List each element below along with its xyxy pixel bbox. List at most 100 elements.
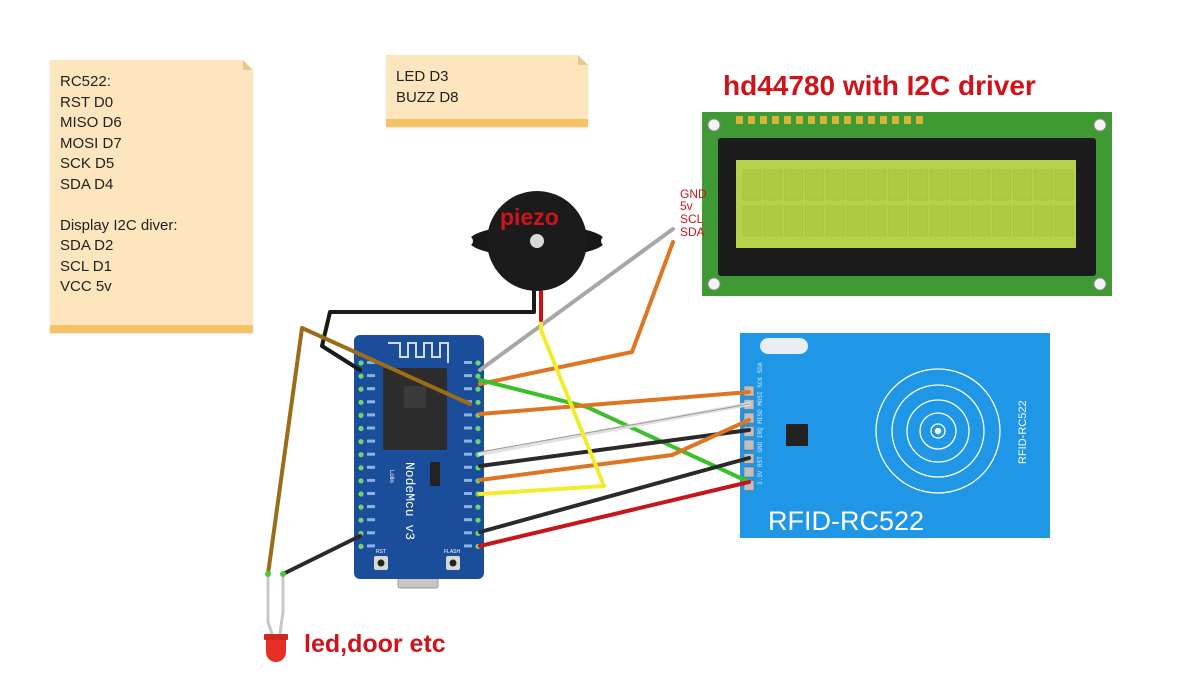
pin-label-mark — [464, 439, 472, 443]
wire-scl-grey — [478, 227, 675, 372]
board-pin — [358, 439, 364, 445]
board-pin — [358, 452, 364, 458]
lcd-char-cell — [909, 169, 928, 201]
wire-orange-rfid-2 — [478, 418, 751, 482]
rfid-side-label: RFID-RC522 — [1017, 400, 1029, 464]
piezo-buzzer: piezo — [463, 191, 611, 291]
lcd-pin-gnd: GND — [680, 187, 707, 201]
led-leg — [278, 574, 285, 635]
wire-joint — [265, 571, 271, 577]
lcd-char-cell — [992, 205, 1011, 237]
lcd-cells — [742, 169, 1074, 237]
note-fold — [578, 55, 588, 65]
lcd-char-cell — [784, 169, 803, 201]
header-pin — [772, 116, 779, 124]
board-pin — [358, 425, 364, 432]
wire-sda-orange — [478, 240, 675, 386]
rfid-pin — [743, 466, 755, 478]
note-line: MOSI D7 — [60, 134, 122, 152]
led-bulb-icon — [266, 640, 286, 662]
pin-label-mark — [367, 452, 375, 456]
header-pin — [796, 116, 803, 124]
board-pin — [475, 360, 481, 366]
lcd-char-cell — [1054, 205, 1074, 237]
note-line: MISO D6 — [60, 114, 122, 132]
lcd-char-cell — [867, 169, 887, 201]
piezo-hole — [463, 236, 473, 246]
mount-hole-icon — [1093, 118, 1107, 132]
rfid-module: 3.3V RST GND IRQ MISO MOSI SCK SDA RFID-… — [740, 333, 1050, 538]
pin-label-mark — [464, 518, 472, 522]
rfid-pin-labels: 3.3V RST GND IRQ MISO MOSI SCK SDA — [757, 362, 764, 485]
lcd-pin-sda: SDA — [680, 225, 705, 239]
pin-label-mark — [367, 478, 375, 482]
board-pin — [475, 386, 481, 392]
header-pin — [904, 116, 911, 124]
board-pin — [358, 504, 364, 510]
lcd-char-cell — [888, 205, 907, 237]
flash-button-cap — [449, 559, 457, 567]
pin-label-mark — [367, 400, 375, 404]
lcd-char-cell — [888, 169, 907, 201]
header-pin — [820, 116, 827, 124]
pin-label-mark — [367, 413, 375, 417]
header-pin — [832, 116, 839, 124]
rfid-pin — [743, 439, 755, 451]
lcd-char-cell — [867, 205, 887, 237]
board-pin — [475, 373, 481, 379]
flash-label: FLASH — [444, 549, 461, 555]
lcd-char-cell — [929, 169, 949, 201]
led-component: led,door etc — [264, 571, 446, 662]
pin-label-mark — [367, 492, 375, 495]
lcd-title: hd44780 with I2C driver — [723, 70, 1036, 101]
piezo-label: piezo — [500, 204, 559, 230]
pin-label-mark — [464, 492, 472, 495]
pin-label-mark — [464, 413, 472, 417]
rfid-chip — [786, 424, 808, 446]
pin-label-mark — [464, 505, 472, 509]
lcd-char-cell — [1033, 205, 1053, 237]
wire-white-edge — [479, 403, 750, 453]
lcd-char-cell — [909, 205, 928, 237]
pin-label-mark — [464, 531, 472, 535]
board-pin — [358, 543, 364, 550]
board-pin — [475, 399, 481, 405]
lcd-char-cell — [763, 205, 783, 237]
header-pin — [880, 116, 887, 124]
rst-label: RST — [376, 549, 386, 555]
lcd-char-cell — [805, 205, 824, 237]
header-pin — [784, 116, 791, 124]
pin-label-mark — [367, 544, 375, 548]
wire-yellow — [478, 316, 606, 496]
lcd-char-cell — [742, 205, 762, 237]
rfid-label: RFID-RC522 — [768, 506, 924, 536]
led-leg — [266, 574, 274, 635]
note-line: SDA D4 — [60, 175, 114, 193]
wifi-antenna-trace — [388, 342, 449, 363]
board-pin — [358, 478, 364, 484]
board-pin — [358, 373, 364, 379]
mount-hole-icon — [707, 277, 721, 291]
wire-joint — [280, 571, 286, 577]
mount-hole-icon — [707, 118, 721, 132]
lcd-char-cell — [1054, 169, 1074, 201]
pin-label-mark — [464, 387, 472, 391]
lcd-char-cell — [950, 205, 970, 237]
lcd-pin-scl: SCL — [680, 212, 704, 226]
pin-label-mark — [367, 505, 375, 509]
note-line: RC522: — [60, 73, 111, 90]
pin-label-mark — [367, 518, 375, 522]
lcd-char-cell — [950, 169, 970, 201]
lcd-char-cell — [805, 169, 824, 201]
antenna-icon — [875, 368, 1001, 494]
pin-label-mark — [464, 478, 472, 482]
pin-label-mark — [464, 465, 472, 469]
pin-label-mark — [367, 426, 375, 430]
board-pin — [358, 412, 364, 418]
lcd-header-pins — [736, 116, 923, 124]
note-line: SCK D5 — [60, 155, 115, 173]
wire-black-rfid-1 — [478, 428, 751, 468]
